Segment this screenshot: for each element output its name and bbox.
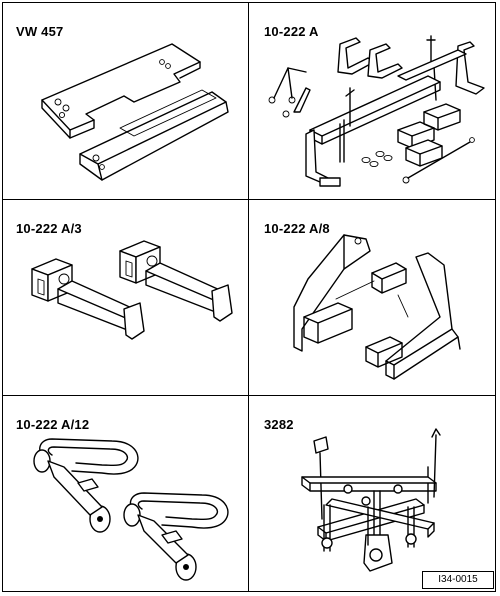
shackles-illustration [33,438,229,581]
cross-fixture-illustration [301,428,441,572]
vw457-illustration [41,43,229,181]
tool-label: VW 457 [16,24,64,39]
tool-label: 3282 [264,417,294,432]
cell-vw457 [3,3,249,200]
tool-label: 10-222 A/8 [264,221,330,236]
cell-10-222-a8 [249,200,495,396]
cell-10-222-a3 [3,200,249,396]
cell-10-222-a [249,3,495,200]
tool-label: 10-222 A/12 [16,417,90,432]
tool-label: 10-222 A [264,24,319,39]
cell-10-222-a12 [3,396,249,591]
bridge-kit-illustration [268,35,485,187]
figure-reference: I34-0015 [422,571,494,589]
adapter-tubes-illustration [31,240,233,340]
support-blocks-illustration [293,234,461,380]
tool-grid [2,2,496,592]
tool-label: 10-222 A/3 [16,221,82,236]
